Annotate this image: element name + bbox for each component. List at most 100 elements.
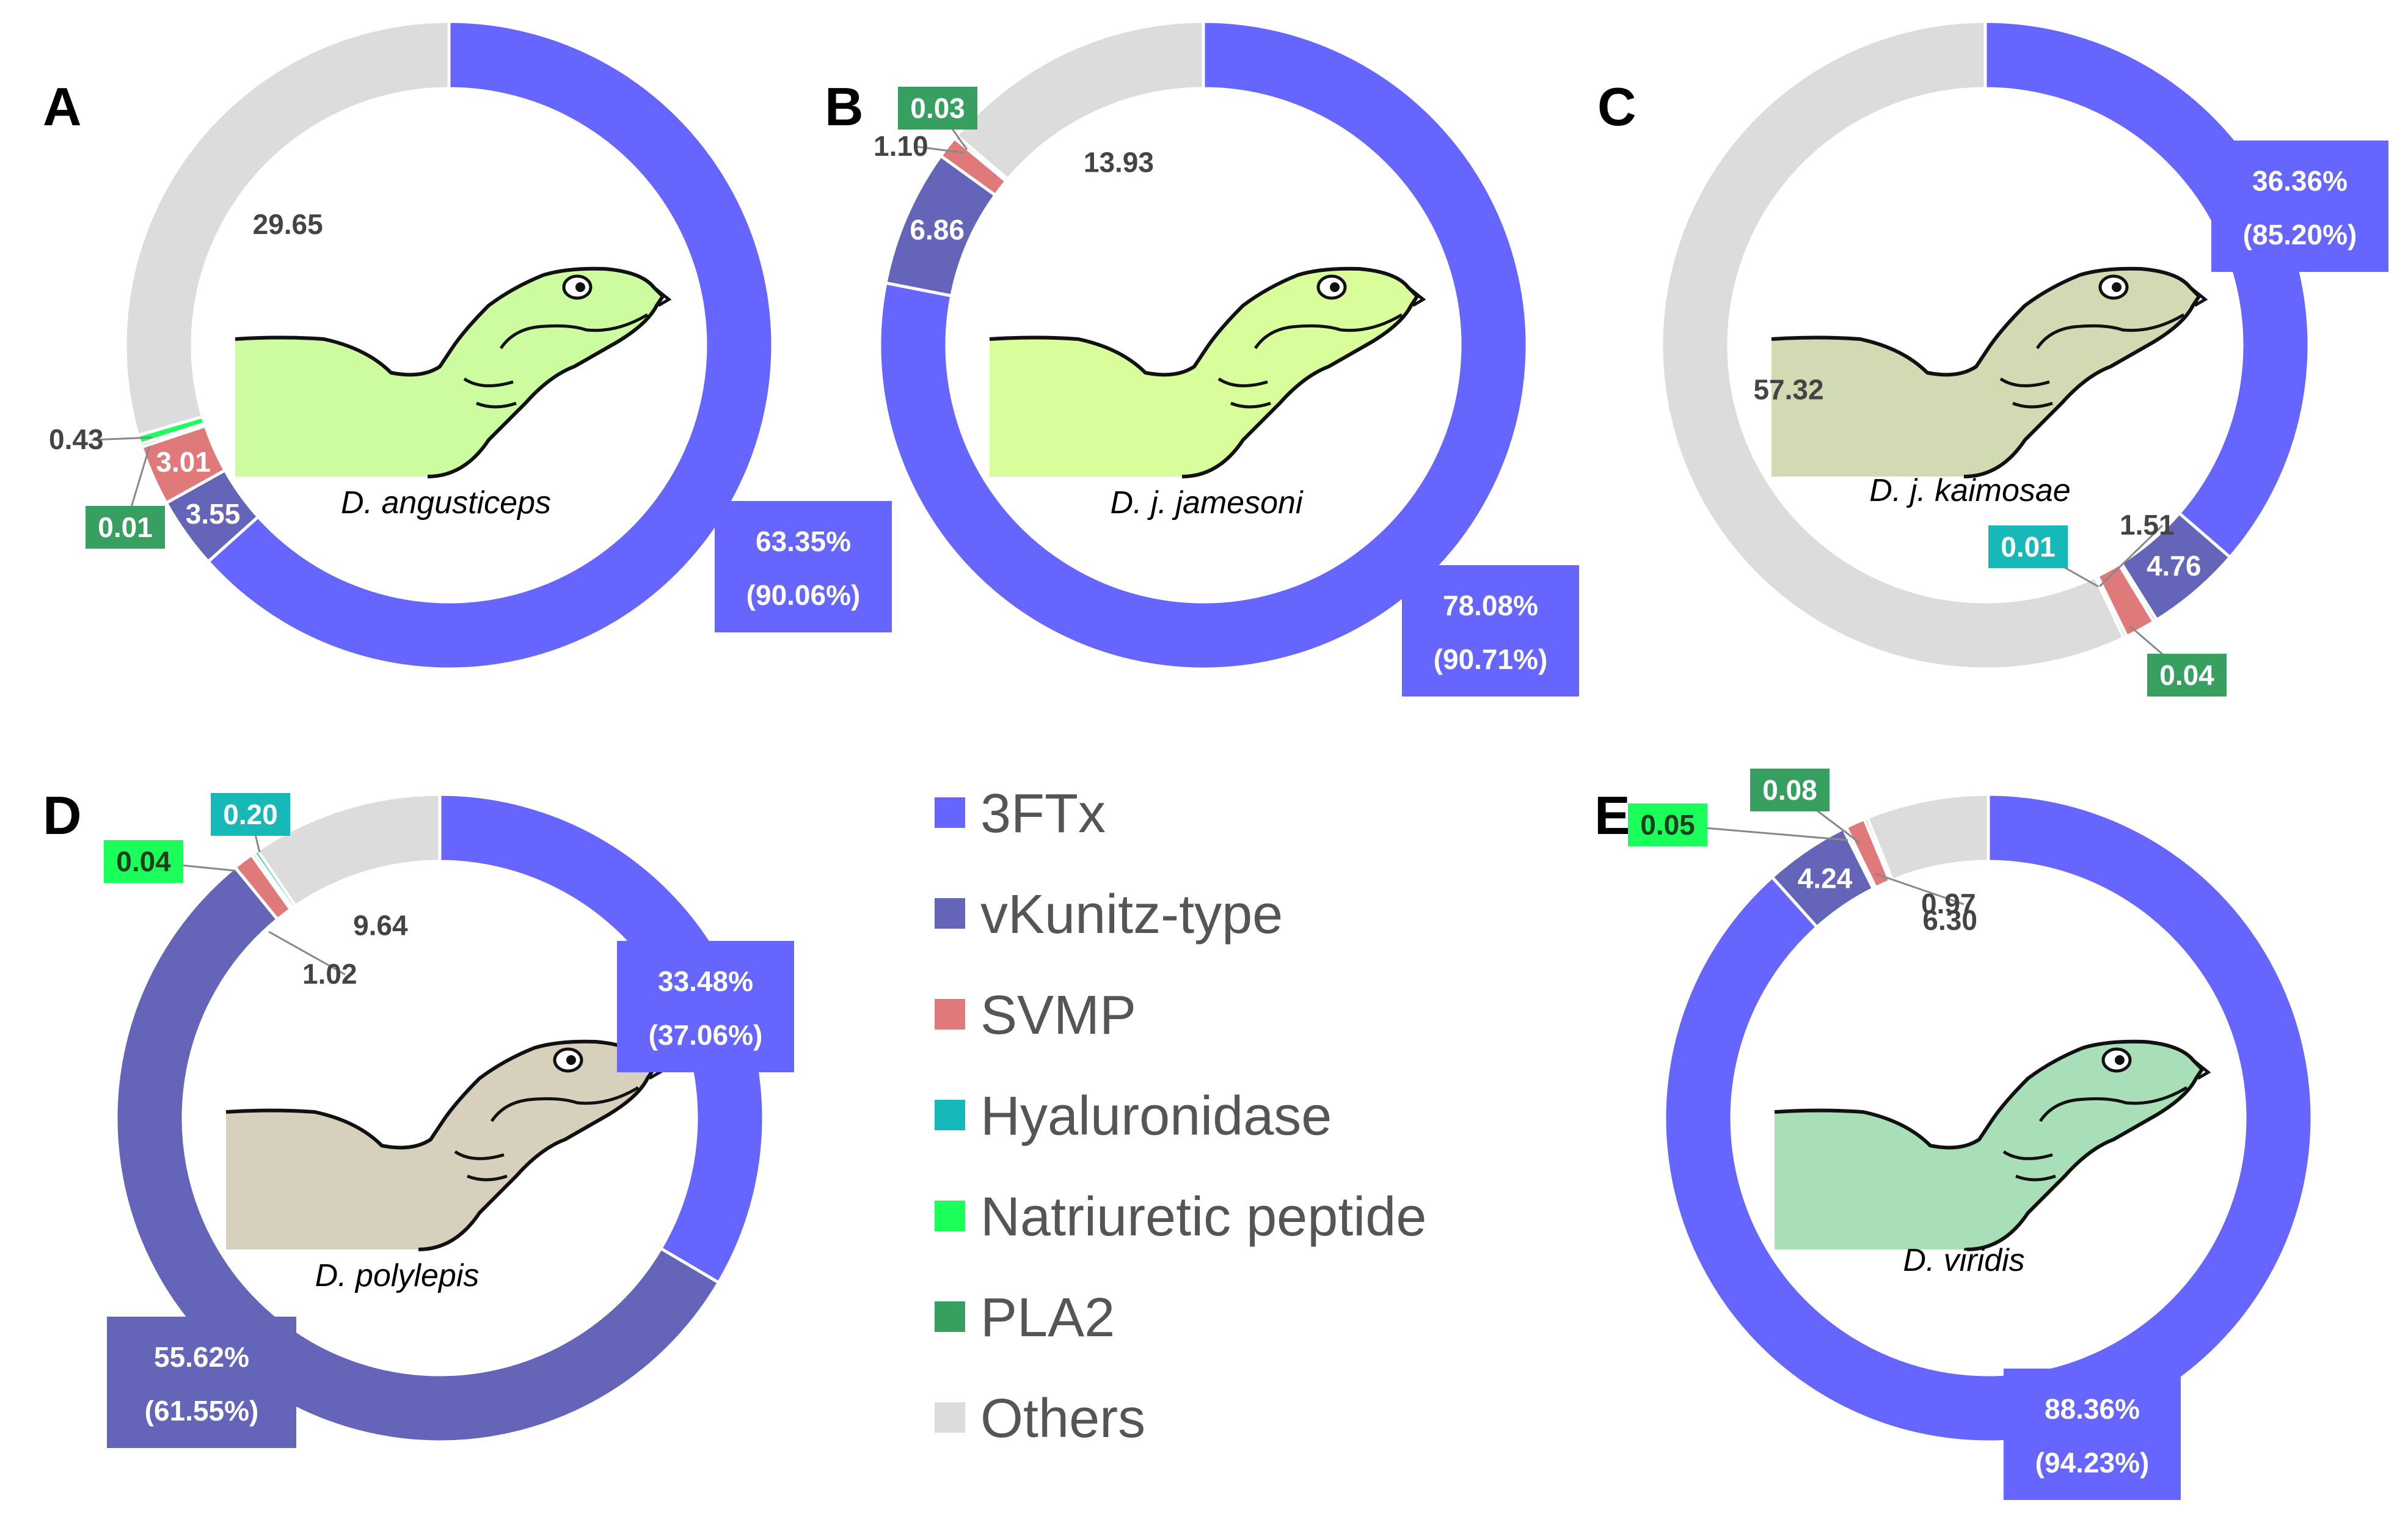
leader-line xyxy=(91,436,153,441)
data-label: 0.01 xyxy=(98,511,153,543)
legend-item-pla2: PLA2 xyxy=(935,1287,1115,1348)
legend-swatch xyxy=(935,898,965,929)
data-label: 0.03 xyxy=(910,92,965,124)
legend-label: Others xyxy=(980,1388,1145,1449)
species-name: D. j. jamesoni xyxy=(1111,485,1304,521)
slice-others xyxy=(954,20,1205,181)
slice-others xyxy=(1865,792,1990,882)
snake-head-illustration xyxy=(1771,266,2208,478)
data-sublabel: (85.20%) xyxy=(2243,219,2357,251)
data-label: 3.55 xyxy=(186,498,241,530)
legend-swatch xyxy=(935,1402,965,1433)
panel-letter: D xyxy=(43,785,82,846)
leader-line xyxy=(2098,524,2164,588)
data-label: 29.65 xyxy=(253,208,323,240)
data-sublabel: (61.55%) xyxy=(145,1395,259,1427)
legend-label: Hyaluronidase xyxy=(980,1086,1332,1147)
legend-item-hyaluronidase: Hyaluronidase xyxy=(935,1086,1332,1147)
chart-panel-c: C D. j. kaimosae 36.36% (85.20%) 4.76 0.04 1.5… xyxy=(1597,20,2388,697)
slice-3ftx xyxy=(206,20,775,671)
data-label-box xyxy=(1988,525,2068,568)
chart-panel-d: D D. polylepis 33.48% (37.06%) 55.62% (61.55%… xyxy=(43,785,794,1448)
data-label-box xyxy=(1402,565,1579,697)
data-label: 4.76 xyxy=(2147,550,2202,582)
data-label: 57.32 xyxy=(1753,373,1823,405)
panel-letter: B xyxy=(825,76,864,137)
data-label: 36.36% xyxy=(2252,165,2348,197)
legend-item-natriuretic-peptide: Natriuretic peptide xyxy=(935,1187,1426,1248)
data-label: 78.08% xyxy=(1443,590,1538,621)
legend-swatch xyxy=(935,1201,965,1231)
legend-label: 3FTx xyxy=(980,783,1106,844)
data-label-box xyxy=(2147,654,2227,697)
data-label: 1.02 xyxy=(302,958,357,990)
species-name: D. j. kaimosae xyxy=(1869,473,2070,508)
data-label: 1.10 xyxy=(874,130,929,162)
legend-item-others: Others xyxy=(935,1388,1145,1449)
legend-swatch xyxy=(935,999,965,1029)
legend-item-vkunitz-type: vKunitz-type xyxy=(935,884,1283,945)
snake-head-illustration xyxy=(225,1039,663,1251)
data-label: 0.43 xyxy=(49,423,104,455)
legend-swatch xyxy=(935,797,965,828)
panel-letter: C xyxy=(1597,76,1636,137)
data-sublabel: (90.06%) xyxy=(746,579,861,611)
slice-others xyxy=(1660,20,2126,671)
slice-3ftx xyxy=(878,20,1529,671)
legend-label: vKunitz-type xyxy=(980,884,1283,945)
legend-label: PLA2 xyxy=(980,1287,1115,1348)
data-label: 6.86 xyxy=(910,214,965,246)
snake-head-illustration xyxy=(989,266,1426,478)
slice-3ftx xyxy=(438,792,765,1285)
species-name: D. viridis xyxy=(1903,1243,2024,1278)
leader-line xyxy=(916,145,965,154)
data-label-box xyxy=(86,506,165,549)
data-label-box xyxy=(1750,769,1830,811)
panel-letter: A xyxy=(43,76,82,137)
data-label: 9.64 xyxy=(353,910,408,942)
data-label-box xyxy=(104,840,183,883)
data-label: 4.24 xyxy=(1798,862,1853,894)
data-label-box xyxy=(2211,141,2388,272)
data-label: 55.62% xyxy=(154,1341,249,1373)
data-label-box xyxy=(2004,1369,2181,1500)
leader-line xyxy=(1875,872,1965,905)
data-label: 0.04 xyxy=(2159,659,2214,691)
legend-item-3ftx: 3FTx xyxy=(935,783,1106,844)
chart-panel-a: AD. angusticeps63.35%(90.06%)3.553.010.0… xyxy=(43,20,892,671)
legend-swatch xyxy=(935,1301,965,1332)
slice-others xyxy=(255,792,442,909)
panel-letter: E xyxy=(1594,785,1630,846)
data-label-box xyxy=(1628,803,1707,846)
data-sublabel: (94.23%) xyxy=(2035,1447,2150,1479)
data-label-box xyxy=(715,501,892,632)
snake-head-illustration xyxy=(1774,1039,2211,1251)
data-label: 0.08 xyxy=(1762,774,1817,806)
legend-label: Natriuretic peptide xyxy=(980,1187,1426,1248)
data-label: 13.93 xyxy=(1084,147,1154,178)
chart-panel-b: B D. j. jamesoni 78.08% (90.71%) 6.86 1.10 0.0… xyxy=(825,20,1579,697)
data-label: 1.51 xyxy=(2120,509,2175,541)
data-label: 33.48% xyxy=(658,965,753,997)
slice-vkunitz-type xyxy=(114,865,721,1444)
data-sublabel: (90.71%) xyxy=(1434,643,1548,675)
legend-swatch xyxy=(935,1100,965,1130)
data-label: 0.01 xyxy=(2001,531,2056,563)
chart-panel-e: E D. viridis 88.36% (94.23%) 4.24 0.05 0.97 0.0… xyxy=(1594,769,2314,1500)
data-label-box xyxy=(617,941,794,1072)
data-label: 0.20 xyxy=(223,799,278,830)
data-label: 0.05 xyxy=(1640,809,1695,841)
data-label: 0.04 xyxy=(116,846,171,877)
slice-3ftx xyxy=(1663,792,2314,1444)
leader-line xyxy=(268,931,346,976)
data-label: 88.36% xyxy=(2045,1393,2140,1425)
data-label-box xyxy=(898,87,977,130)
slice-others xyxy=(123,20,451,437)
data-label-box xyxy=(107,1317,296,1448)
species-name: D. angusticeps xyxy=(341,485,551,521)
data-sublabel: (37.06%) xyxy=(649,1019,763,1051)
legend-item-svmp: SVMP xyxy=(935,985,1136,1046)
data-label: 0.97 xyxy=(1921,888,1976,920)
species-name: D. polylepis xyxy=(315,1258,480,1293)
